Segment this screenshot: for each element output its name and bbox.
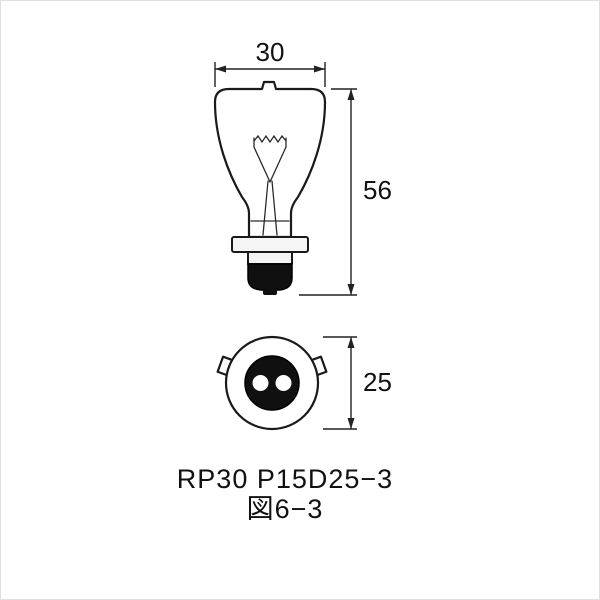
dim-base-label: 25 <box>363 367 392 397</box>
base-diameter-dimension: 25 <box>323 336 392 430</box>
height-dimension: 56 <box>299 88 392 296</box>
arrowhead-down-icon <box>347 284 355 295</box>
base-body <box>247 263 293 291</box>
filament-stem-left <box>262 180 269 236</box>
arrowhead-left-icon <box>215 65 226 73</box>
filament <box>250 134 290 236</box>
width-dimension: 30 <box>214 37 326 87</box>
contact-pin-left <box>252 375 269 391</box>
arrowhead-up-icon <box>347 337 355 348</box>
base-contact-nub <box>263 289 277 295</box>
base-bottom-view <box>216 335 328 431</box>
bulb-glass <box>213 80 327 239</box>
contact-pin-right <box>275 375 292 391</box>
flange-collar <box>231 236 309 253</box>
filament-support-right <box>269 146 287 183</box>
model-label: RP30 P15D25−3 <box>177 464 393 494</box>
arrowhead-down-icon <box>347 418 355 429</box>
base-shell <box>247 251 293 265</box>
filament-coil <box>253 134 287 144</box>
arrowhead-right-icon <box>314 65 325 73</box>
dim-width-label: 30 <box>256 37 285 67</box>
figure-caption: RP30 P15D25−3 図6−3 <box>177 464 393 524</box>
figure-number-label: 図6−3 <box>247 494 324 524</box>
dim-height-label: 56 <box>363 175 392 205</box>
base-center-disc <box>244 355 300 411</box>
filament-support-left <box>253 146 271 183</box>
arrowhead-up-icon <box>347 89 355 100</box>
filament-stem-right <box>271 180 278 236</box>
bulb-front-view <box>213 80 327 295</box>
